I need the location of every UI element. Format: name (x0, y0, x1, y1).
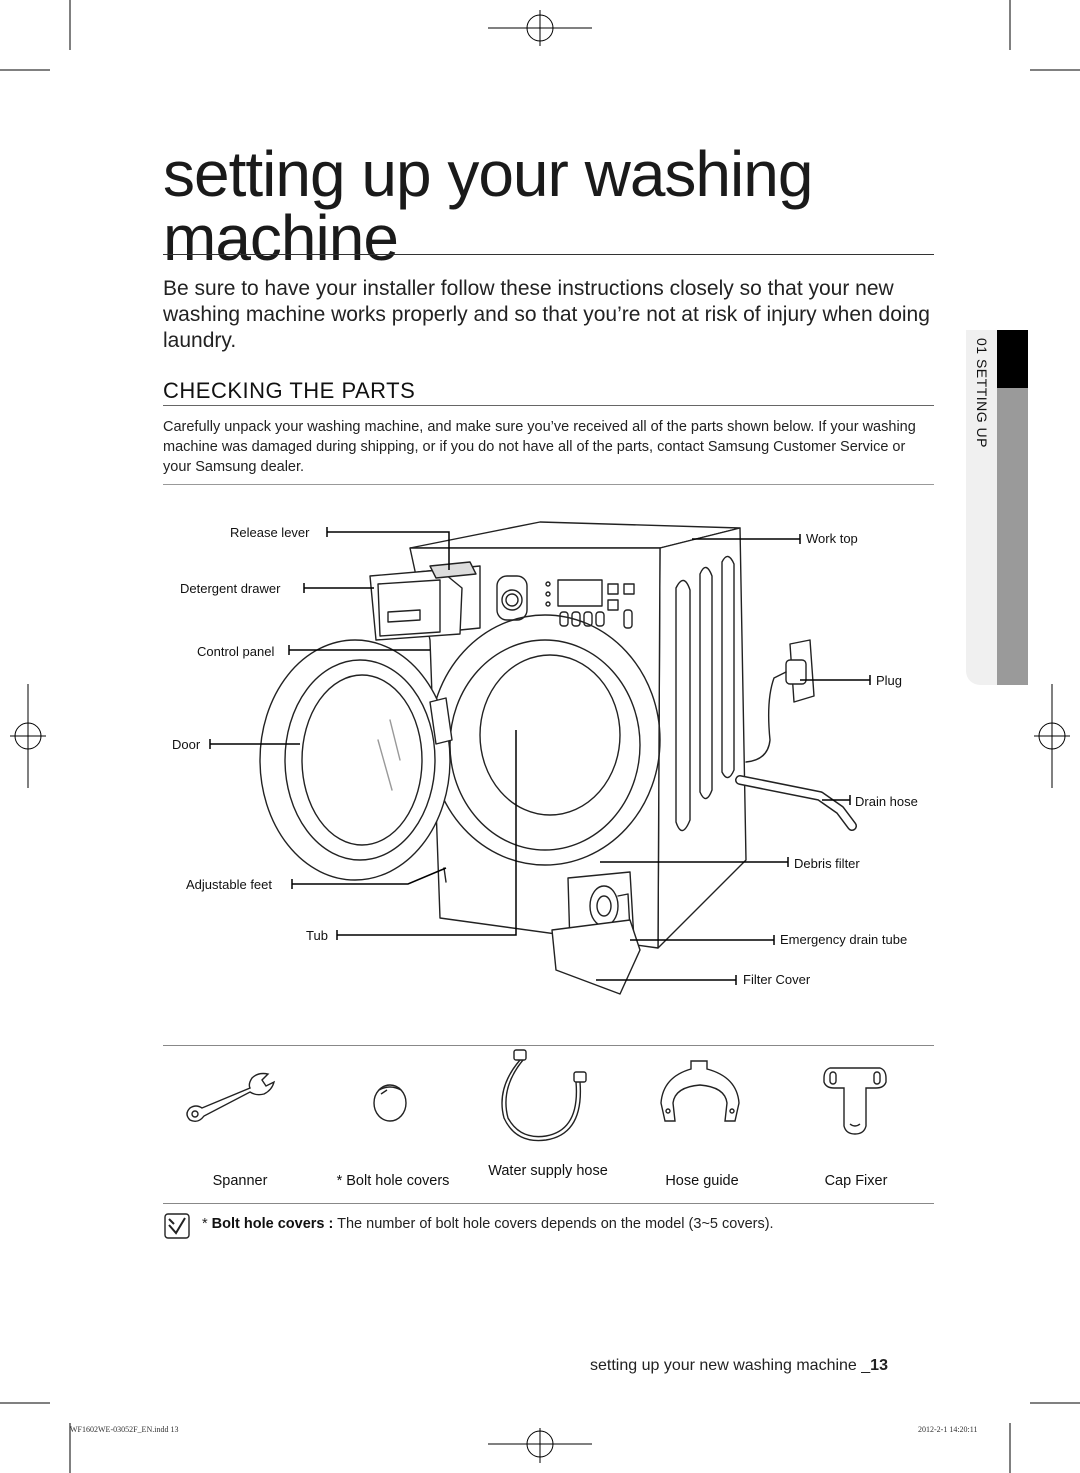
label-debris-filter: Debris filter (794, 856, 860, 871)
note-text: * Bolt hole covers : The number of bolt … (202, 1216, 774, 1232)
title-divider (163, 254, 934, 255)
side-tab-label: 01 SETTING UP (974, 338, 990, 448)
label-detergent-drawer: Detergent drawer (180, 581, 281, 596)
part-name-spanner: Spanner (212, 1173, 268, 1189)
label-control-panel: Control panel (197, 644, 275, 659)
page-title: setting up your washing machine (163, 138, 813, 274)
page-number: 13 (870, 1357, 888, 1374)
section-paragraph: Carefully unpack your washing machine, a… (163, 419, 916, 475)
print-file-info: WF1602WE-03052F_EN.indd 13 (70, 1425, 179, 1434)
print-date-info: 2012-2-1 14:20:11 (918, 1425, 978, 1434)
part-name-bolt-hole-covers: * Bolt hole covers (336, 1173, 450, 1189)
label-work-top: Work top (806, 531, 858, 546)
parts-divider-bottom (163, 1203, 934, 1204)
part-name-water-supply-hose: Water supply hose (488, 1163, 608, 1179)
label-drain-hose: Drain hose (855, 794, 918, 809)
part-name-cap-fixer: Cap Fixer (824, 1173, 888, 1189)
parts-divider-top (163, 1045, 934, 1046)
intro-paragraph: Be sure to have your installer follow th… (163, 277, 930, 352)
spanner-icon (186, 1072, 276, 1123)
cap-fixer-icon (823, 1067, 887, 1135)
label-filter-cover: Filter Cover (743, 972, 811, 987)
label-emergency-drain-tube: Emergency drain tube (780, 932, 908, 947)
section-title: CHECKING THE PARTS (163, 378, 416, 403)
part-name-hose-guide: Hose guide (665, 1173, 739, 1189)
section-divider (163, 405, 934, 406)
side-tab-background (966, 330, 997, 685)
note-bold: Bolt hole covers : (211, 1216, 334, 1232)
label-release-lever: Release lever (230, 525, 310, 540)
side-tab-bar (997, 388, 1028, 685)
body-divider (163, 484, 934, 485)
bolt-hole-cover-icon (373, 1084, 407, 1122)
label-adjustable-feet: Adjustable feet (186, 877, 273, 892)
water-supply-hose-icon (501, 1049, 587, 1142)
label-plug: Plug (876, 673, 903, 688)
page-footer: setting up your new washing machine _13 (590, 1357, 888, 1374)
note-icon (164, 1213, 190, 1239)
label-door: Door (172, 737, 201, 752)
washing-machine-diagram (209, 521, 871, 995)
side-tab-marker (997, 330, 1028, 388)
label-tub: Tub (306, 928, 328, 943)
hose-guide-icon (660, 1060, 740, 1122)
